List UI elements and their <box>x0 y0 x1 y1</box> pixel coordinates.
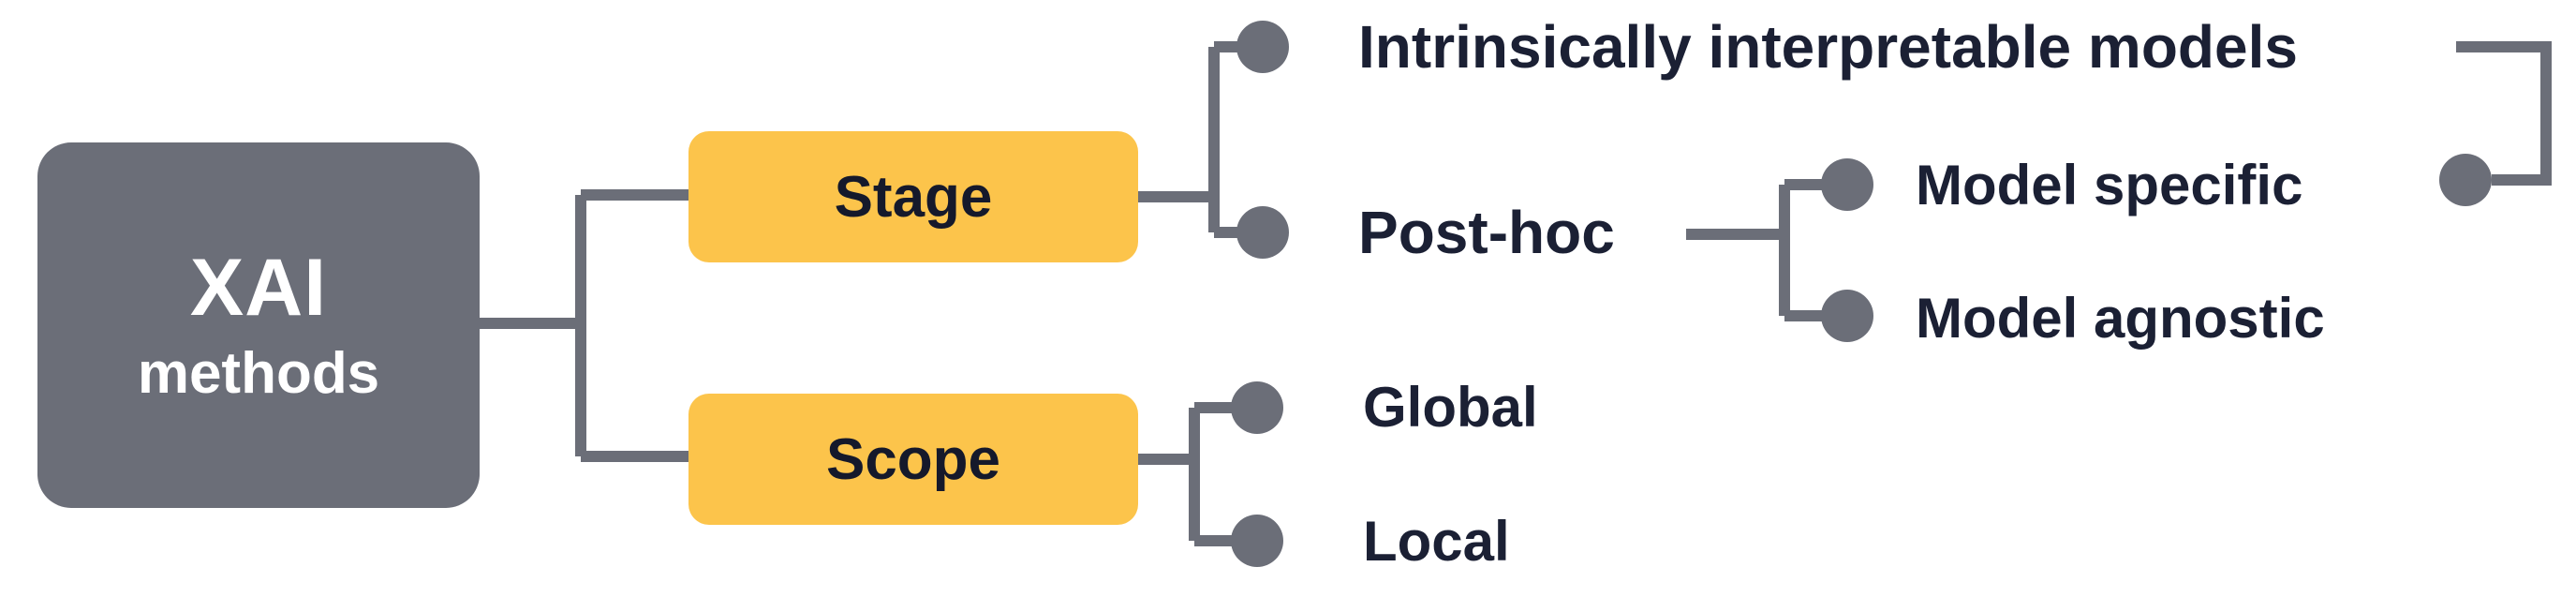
category-node-scope-label: Scope <box>825 426 1001 492</box>
bullet-dot-local <box>1231 515 1283 567</box>
root-node-xai-methods[interactable]: XAI methods <box>37 142 480 508</box>
bullet-dot-model-specific <box>1821 158 1873 211</box>
leaf-node-global[interactable]: Global <box>1363 376 1538 439</box>
bullet-dot-intrinsic <box>1236 21 1289 73</box>
category-node-scope[interactable]: Scope <box>688 394 1138 525</box>
bullet-dot-wrap-endpoint <box>2439 154 2492 206</box>
root-node-title: XAI <box>189 243 328 333</box>
leaf-node-model-agnostic[interactable]: Model agnostic <box>1916 287 2325 350</box>
bullet-dot-model-agnostic <box>1821 290 1873 342</box>
leaf-node-post-hoc[interactable]: Post-hoc <box>1358 199 1615 266</box>
leaf-node-intrinsically-interpretable-models[interactable]: Intrinsically interpretable models <box>1358 13 2298 81</box>
bullet-dot-global <box>1231 381 1283 434</box>
root-node-subtitle: methods <box>137 341 380 406</box>
category-node-stage-label: Stage <box>834 164 993 230</box>
leaf-node-local[interactable]: Local <box>1363 510 1510 573</box>
leaf-node-model-specific[interactable]: Model specific <box>1916 154 2303 216</box>
bullet-dot-posthoc <box>1236 206 1289 259</box>
category-node-stage[interactable]: Stage <box>688 131 1138 262</box>
wire-intrinsic-to-model-specific <box>2456 41 2552 186</box>
